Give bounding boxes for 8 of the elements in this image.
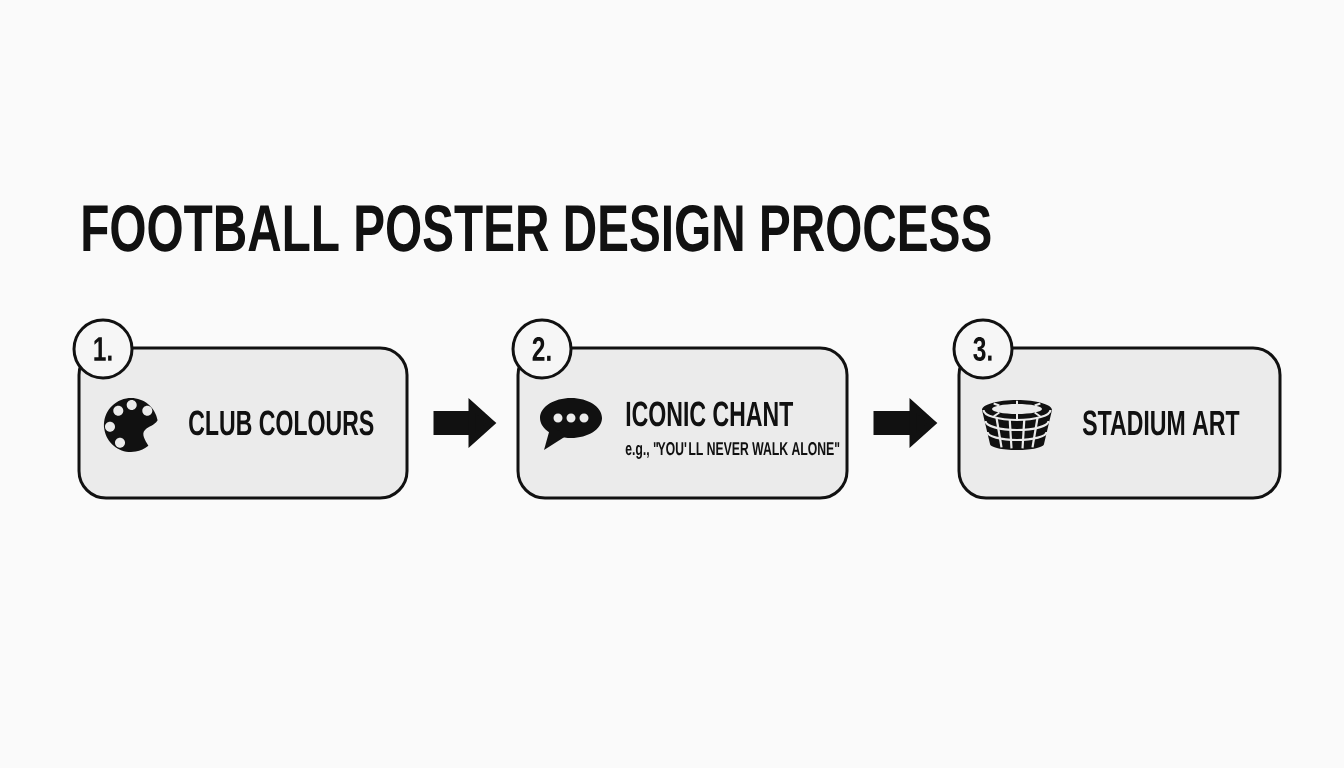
title: FOOTBALL POSTER DESIGN PROCESS xyxy=(83,204,991,252)
step-number-badge: 1. xyxy=(72,318,134,380)
step-title: ICONIC CHANT xyxy=(626,401,794,427)
step-number-badge: 2. xyxy=(511,318,573,380)
step-title: CLUB COLOURS xyxy=(189,410,374,436)
step-title: STADIUM ART xyxy=(1082,410,1240,436)
step-number-badge: 3. xyxy=(952,318,1014,380)
example-text: e.g., "YOU'LL NEVER WALK ALONE" xyxy=(625,442,840,459)
